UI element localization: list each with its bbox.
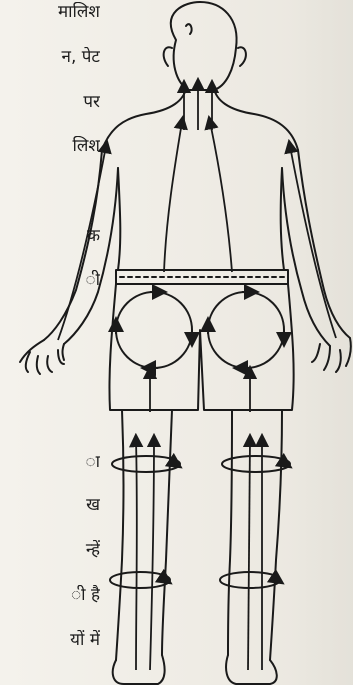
left-ear [164,47,172,66]
right-leg-arrow-inner [248,440,250,670]
head-shape [171,2,237,90]
right-arm-inner [282,168,330,346]
back-arrow-left [164,122,182,272]
right-hand [312,338,351,372]
hair-tuft [186,24,192,34]
left-foot [113,655,165,684]
left-shoulder-line [102,88,186,150]
left-arm-inner [64,168,118,344]
right-leg-inner [228,410,232,655]
shorts [109,284,293,410]
left-torso-side [118,168,120,270]
left-leg-inner [162,410,172,655]
body-outline [20,2,351,684]
right-arm-outer [298,150,350,338]
left-leg-arrow-inner [150,440,154,670]
right-leg-outer [270,410,282,660]
left-buttock-circle [116,292,192,368]
left-arm-outer [44,150,102,340]
left-leg-outer [116,410,124,660]
back-arrow-right [210,122,232,272]
right-ear [238,47,246,66]
left-ankle-circle [110,572,170,588]
right-buttock-circle [208,292,284,368]
left-hand [20,340,64,374]
right-shoulder-line [214,88,298,150]
left-leg-arrow-outer [136,440,137,670]
